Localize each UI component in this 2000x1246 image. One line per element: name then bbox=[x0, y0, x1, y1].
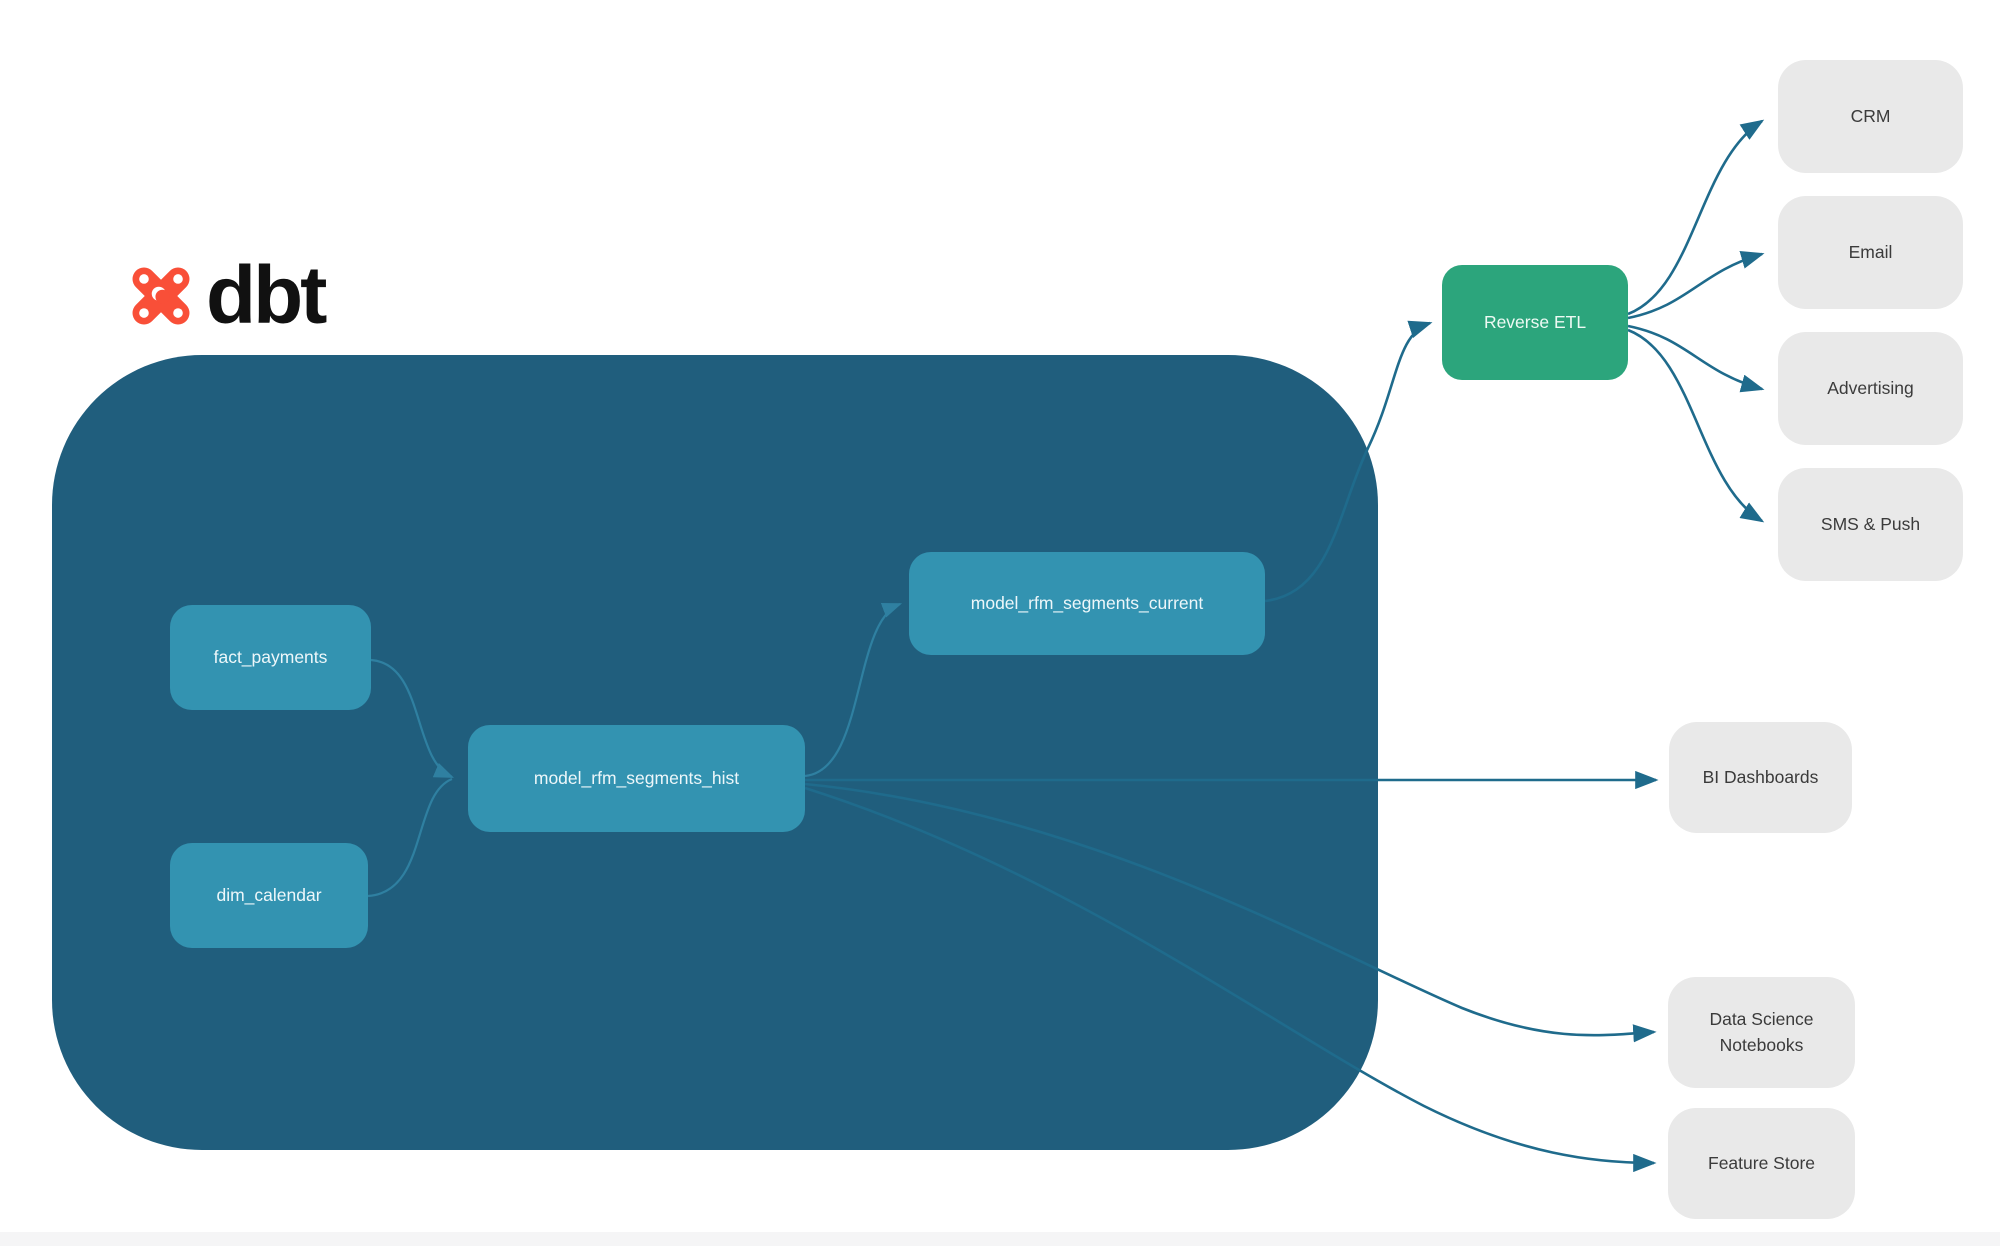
node-label: model_rfm_segments_current bbox=[970, 592, 1204, 613]
node-email: Email bbox=[1778, 196, 1963, 309]
node-crm: CRM bbox=[1778, 60, 1963, 173]
node-label: Reverse ETL bbox=[1483, 311, 1587, 332]
node-bi-dashboards: BI Dashboards bbox=[1669, 722, 1852, 833]
node-data-science-notebooks: Data Science Notebooks bbox=[1668, 977, 1855, 1088]
node-advertising: Advertising bbox=[1778, 332, 1963, 445]
node-label: Feature Store bbox=[1708, 1152, 1815, 1173]
edge-reverse-etl-to-advertising bbox=[1627, 324, 1765, 393]
node-fact-payments: fact_payments bbox=[170, 605, 371, 710]
node-label: dim_calendar bbox=[216, 884, 322, 905]
node-label: Advertising bbox=[1827, 377, 1914, 398]
node-label: fact_payments bbox=[213, 646, 328, 667]
node-label: Data Science Notebooks bbox=[1709, 1009, 1814, 1055]
node-model-rfm-segments-hist: model_rfm_segments_hist bbox=[468, 725, 805, 832]
node-reverse-etl: Reverse ETL bbox=[1442, 265, 1628, 380]
node-label: Email bbox=[1848, 241, 1893, 262]
node-dim-calendar: dim_calendar bbox=[170, 843, 368, 948]
dbt-logo: dbt bbox=[122, 248, 422, 343]
node-label: SMS & Push bbox=[1820, 513, 1921, 534]
node-feature-store: Feature Store bbox=[1668, 1108, 1855, 1219]
dbt-star-icon bbox=[132, 267, 190, 325]
edge-reverse-etl-to-sms-push bbox=[1627, 328, 1765, 523]
node-label: CRM bbox=[1850, 105, 1891, 126]
node-label: BI Dashboards bbox=[1702, 766, 1819, 787]
bottom-edge-strip bbox=[0, 1232, 2000, 1246]
edge-reverse-etl-to-email bbox=[1627, 251, 1765, 320]
node-label: model_rfm_segments_hist bbox=[533, 767, 740, 788]
node-model-rfm-segments-current: model_rfm_segments_current bbox=[909, 552, 1265, 655]
dbt-wordmark: dbt bbox=[206, 250, 327, 341]
node-sms-push: SMS & Push bbox=[1778, 468, 1963, 581]
edge-reverse-etl-to-crm bbox=[1627, 119, 1765, 316]
